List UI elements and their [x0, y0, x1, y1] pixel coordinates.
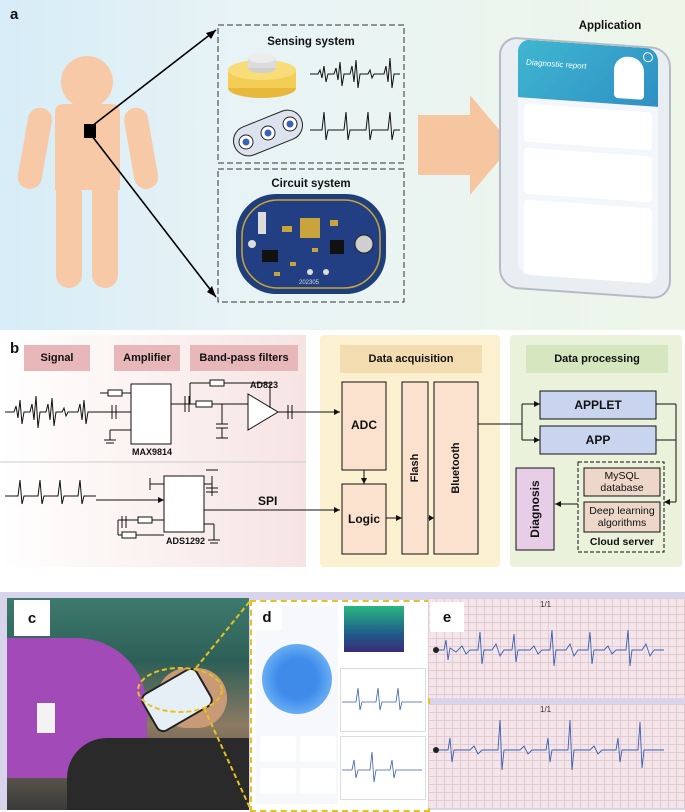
input-ecg-waveform — [5, 479, 96, 505]
person-figure — [17, 56, 159, 288]
adc-block: ADC — [351, 418, 377, 432]
sensor-cylinder-icon — [228, 53, 296, 98]
function-tile-3[interactable] — [260, 768, 296, 794]
cloud-server-label: Cloud server — [589, 536, 655, 548]
data-processing-label: Data processing — [526, 345, 668, 373]
signal-label: Signal — [24, 345, 90, 371]
circuit-title: Circuit system — [271, 178, 351, 190]
application-title: Application — [578, 20, 642, 32]
mysql-block: MySQL database — [600, 470, 644, 494]
panel-b-label: b — [10, 340, 20, 357]
sensing-box — [217, 24, 405, 164]
spectrogram-image — [344, 606, 404, 652]
deep-learning-block: Deep learning algorithms — [589, 505, 655, 529]
printout-page-1: 1/1 — [540, 600, 552, 609]
ecg-trace-1 — [340, 668, 426, 732]
data-acquisition-label: Data acquisition — [340, 345, 482, 373]
ecg-trace-2 — [340, 736, 426, 800]
ecg-printout-1 — [428, 598, 685, 698]
input-sound-waveform — [5, 395, 100, 429]
printout-page-2: 1/1 — [540, 705, 552, 714]
sensor-patch — [84, 124, 96, 138]
panel-e-label: e — [430, 602, 464, 632]
ecg-printout-2 — [428, 704, 685, 808]
app-screenshot — [250, 600, 430, 812]
function-tile-4[interactable] — [300, 768, 336, 794]
analog-region — [0, 335, 306, 567]
logic-block: Logic — [348, 512, 380, 526]
function-tile-2[interactable] — [300, 736, 336, 762]
panel-a-label: a — [10, 6, 19, 23]
max9814-label: MAX9814 — [132, 447, 173, 457]
app-main-column — [256, 606, 338, 804]
pcb-board-image — [236, 194, 386, 294]
big-arrow-icon — [418, 95, 512, 195]
applet-block: APPLET — [574, 398, 622, 412]
electrode-strip-icon — [233, 109, 303, 157]
circuit-box — [217, 168, 405, 303]
ad823-label: AD823 — [250, 380, 279, 390]
panel-c-label: c — [14, 600, 50, 636]
amplifier-label: Amplifier — [114, 345, 180, 371]
person-pants — [67, 738, 249, 810]
spi-label: SPI — [258, 494, 278, 508]
bandpass-label: Band-pass filters — [190, 345, 298, 371]
sensing-title: Sensing system — [267, 36, 355, 48]
ecg-waveform — [310, 111, 400, 141]
breathing-circle — [262, 644, 332, 714]
panel-d-label: d — [252, 604, 282, 630]
pcb-label: 202305 — [299, 280, 320, 286]
function-tile-1[interactable] — [260, 736, 296, 762]
ads1292-label: ADS1292 — [166, 536, 206, 546]
wearable-patch — [37, 703, 55, 733]
sound-waveform — [310, 57, 400, 89]
app-block: APP — [585, 433, 611, 447]
